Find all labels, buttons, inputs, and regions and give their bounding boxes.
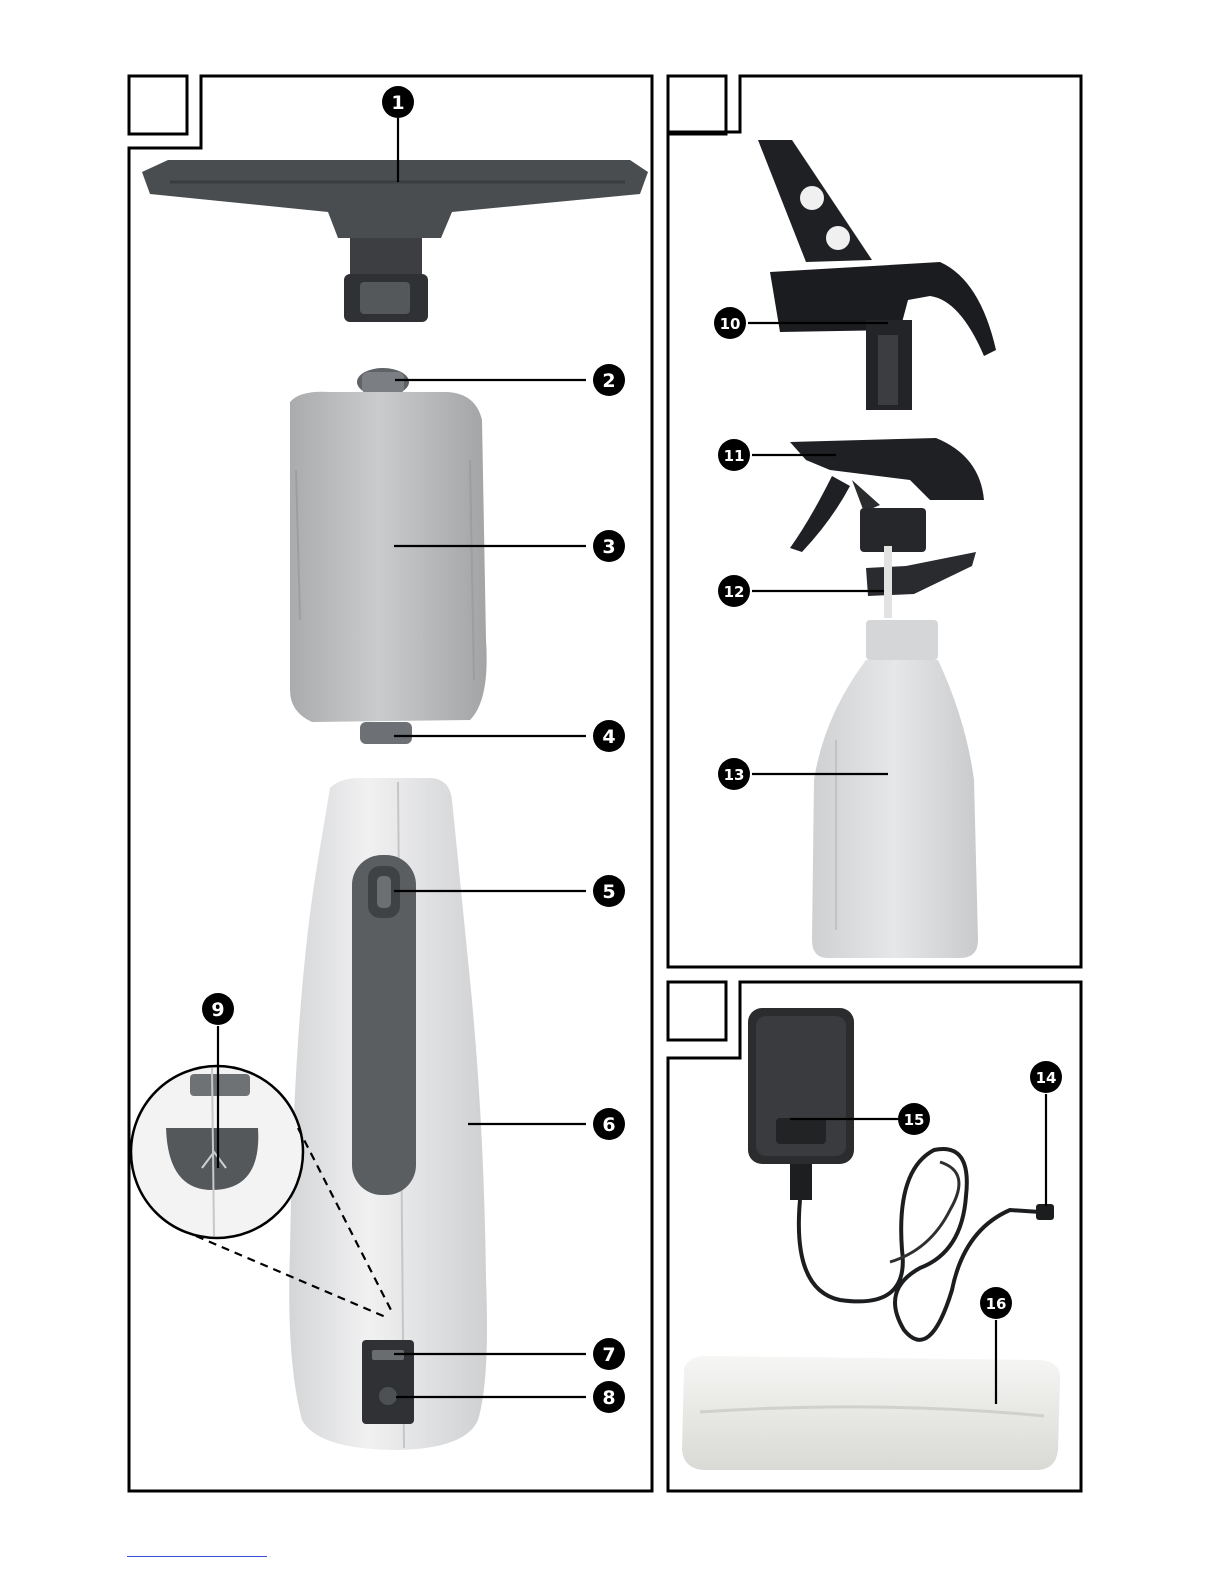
panel-window-vacuum	[129, 76, 652, 1491]
callout-number: 8	[602, 1387, 615, 1409]
callout-number: 7	[602, 1344, 615, 1366]
spray-bottle	[812, 620, 978, 958]
callout-number: 6	[602, 1114, 615, 1136]
callout-6: 6	[593, 1108, 625, 1140]
panel-label-box	[668, 76, 726, 134]
callout-5: 5	[593, 875, 625, 907]
callout-12: 12	[718, 575, 750, 607]
panel-label-box	[129, 76, 187, 134]
panel-spray-bottle	[668, 76, 1081, 967]
callout-7: 7	[593, 1338, 625, 1370]
callout-number: 12	[724, 583, 745, 601]
callout-number: 16	[986, 1295, 1007, 1313]
panel-label-box	[668, 982, 726, 1040]
callout-3: 3	[593, 530, 625, 562]
callout-number: 1	[391, 92, 404, 114]
callout-number: 2	[602, 370, 615, 392]
callout-number: 15	[904, 1111, 925, 1129]
callout-number: 13	[724, 766, 745, 784]
callout-2: 2	[593, 364, 625, 396]
squeegee-nozzle	[142, 160, 648, 322]
callout-14: 14	[1030, 1061, 1062, 1093]
footer-link-underline	[127, 1556, 267, 1557]
cleaning-pad	[682, 1356, 1060, 1470]
callout-number: 3	[602, 536, 615, 558]
callout-number: 9	[211, 999, 224, 1021]
callout-16: 16	[980, 1287, 1012, 1319]
callout-9: 9	[202, 993, 234, 1025]
callout-number: 4	[602, 726, 615, 748]
callout-15: 15	[898, 1103, 930, 1135]
handheld-body	[289, 778, 487, 1450]
callout-4: 4	[593, 720, 625, 752]
callout-8: 8	[593, 1381, 625, 1413]
callout-number: 14	[1036, 1069, 1057, 1087]
panel-charger-pad	[668, 982, 1081, 1491]
callout-10: 10	[714, 307, 746, 339]
callout-11: 11	[718, 439, 750, 471]
callout-number: 5	[602, 881, 615, 903]
water-tank	[290, 368, 487, 744]
callout-1: 1	[382, 86, 414, 118]
charging-cable	[799, 1149, 1054, 1340]
callout-13: 13	[718, 758, 750, 790]
wiper-attachment	[758, 140, 996, 410]
charger-adapter	[748, 1008, 854, 1200]
callout-number: 10	[720, 315, 741, 333]
callout-number: 11	[724, 447, 745, 465]
